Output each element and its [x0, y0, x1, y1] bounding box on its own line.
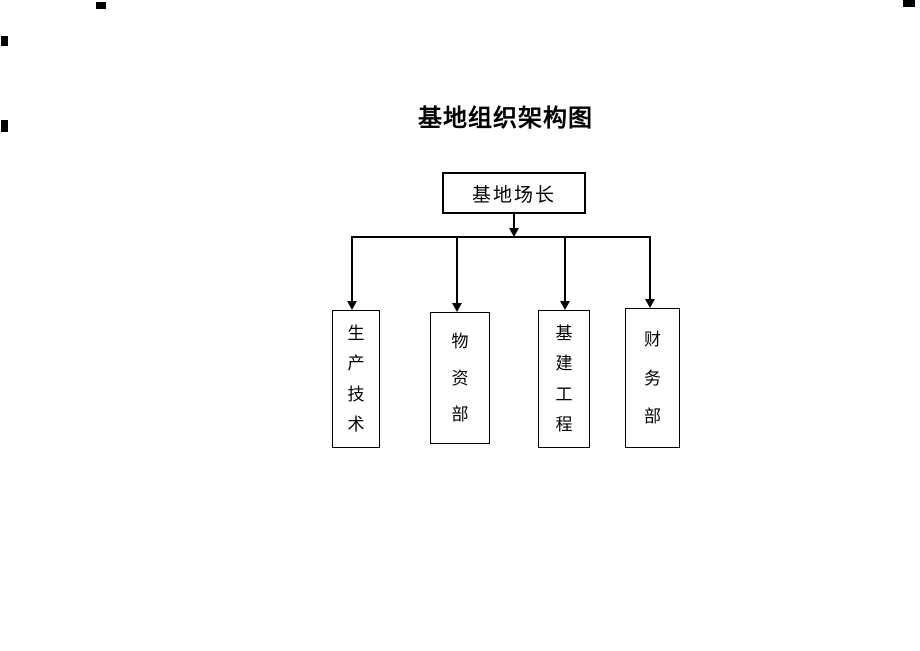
dept-label-char: 建	[555, 354, 573, 374]
arrowhead-trunk	[509, 228, 519, 237]
dept-box-finance: 财务部	[625, 308, 680, 448]
page-artifact-mark	[1, 120, 8, 132]
arrowhead-drop-2	[452, 303, 462, 312]
dept-box-materials: 物资部	[430, 312, 490, 444]
org-root-label: 基地场长	[471, 184, 556, 206]
dept-label-char: 生	[347, 323, 365, 343]
connector-horizontal-line	[351, 236, 651, 238]
dept-box-production-technology: 生产技术	[332, 310, 380, 448]
arrowhead-drop-1	[347, 301, 357, 310]
diagram-title: 基地组织架构图	[418, 105, 593, 132]
dept-label-char: 财	[644, 329, 661, 349]
dept-label-char: 物	[451, 331, 469, 351]
dept-label-char: 部	[451, 405, 469, 425]
dept-label-char: 基	[555, 323, 573, 343]
dept-label-char: 部	[644, 407, 661, 427]
page-artifact-mark	[903, 0, 915, 7]
arrowhead-drop-4	[645, 299, 655, 308]
page-artifact-mark	[1, 36, 8, 46]
dept-label-char: 资	[451, 368, 469, 388]
org-root-box: 基地场长	[442, 172, 586, 214]
connector-drop-line-1	[351, 236, 353, 302]
dept-label-char: 务	[644, 368, 661, 388]
arrowhead-drop-3	[560, 301, 570, 310]
connector-drop-line-3	[564, 236, 566, 302]
connector-drop-line-4	[649, 236, 651, 300]
dept-label-char: 术	[347, 415, 365, 435]
connector-drop-line-2	[456, 236, 458, 304]
page-artifact-mark	[96, 2, 106, 9]
dept-label-char: 工	[555, 384, 573, 404]
dept-label-char: 产	[347, 354, 365, 374]
connector-trunk-line	[513, 214, 515, 230]
dept-box-infrastructure-engineering: 基建工程	[538, 310, 590, 448]
dept-label-char: 程	[555, 415, 573, 435]
dept-label-char: 技	[347, 384, 365, 404]
